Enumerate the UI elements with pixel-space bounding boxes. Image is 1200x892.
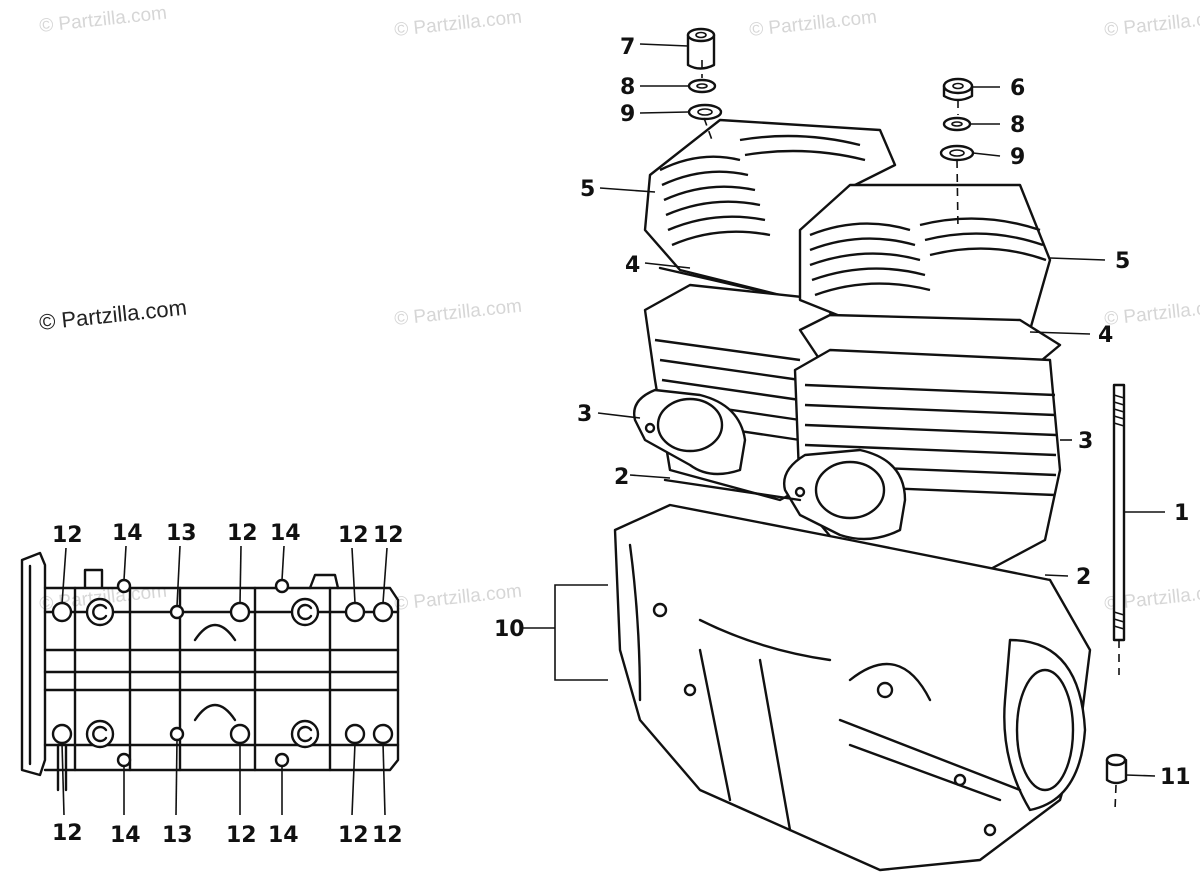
callout-10: 10 [494,617,525,642]
cooling-fins-front [809,217,1047,297]
callout-8: 8 [1010,113,1025,138]
callout-14: 14 [270,521,301,546]
watermark: © Partzilla.com [393,7,523,41]
watermark: © Partzilla.com [393,581,523,615]
watermark-primary: © Partzilla.com [38,295,188,335]
callout-7: 7 [620,35,635,60]
cooling-fins-rear [659,134,866,247]
crankcase-bottom-view [20,545,400,816]
watermark: © Partzilla.com [1103,296,1200,330]
watermark: © Partzilla.com [748,7,878,41]
callout-labels: 7 8 9 6 8 9 5 5 4 4 3 3 2 2 1 10 11 12 1… [52,35,1191,848]
callout-9: 9 [620,102,635,127]
callout-12: 12 [338,823,369,848]
callout-2: 2 [1076,565,1091,590]
callout-8: 8 [620,75,635,100]
callout-4: 4 [625,253,640,278]
callout-1: 1 [1174,501,1189,526]
callout-13: 13 [166,521,197,546]
callout-12: 12 [226,823,257,848]
callout-9: 9 [1010,145,1025,170]
callout-3: 3 [577,402,592,427]
callout-12: 12 [338,523,369,548]
callout-12: 12 [373,523,404,548]
watermark: © Partzilla.com [393,296,523,330]
callout-14: 14 [110,823,141,848]
callout-4: 4 [1098,323,1113,348]
callout-12: 12 [52,523,83,548]
engine-exploded-view [523,27,1165,872]
callout-14: 14 [268,823,299,848]
watermark: © Partzilla.com [38,3,168,37]
callout-2: 2 [614,465,629,490]
callout-6: 6 [1010,76,1025,101]
callout-13: 13 [162,823,193,848]
callout-14: 14 [112,521,143,546]
callout-11: 11 [1160,765,1191,790]
callout-5: 5 [580,177,595,202]
callout-12: 12 [227,521,258,546]
callout-5: 5 [1115,249,1130,274]
watermark: © Partzilla.com [1103,7,1200,41]
callout-12: 12 [52,821,83,846]
callout-3: 3 [1078,429,1093,454]
callout-12: 12 [372,823,403,848]
